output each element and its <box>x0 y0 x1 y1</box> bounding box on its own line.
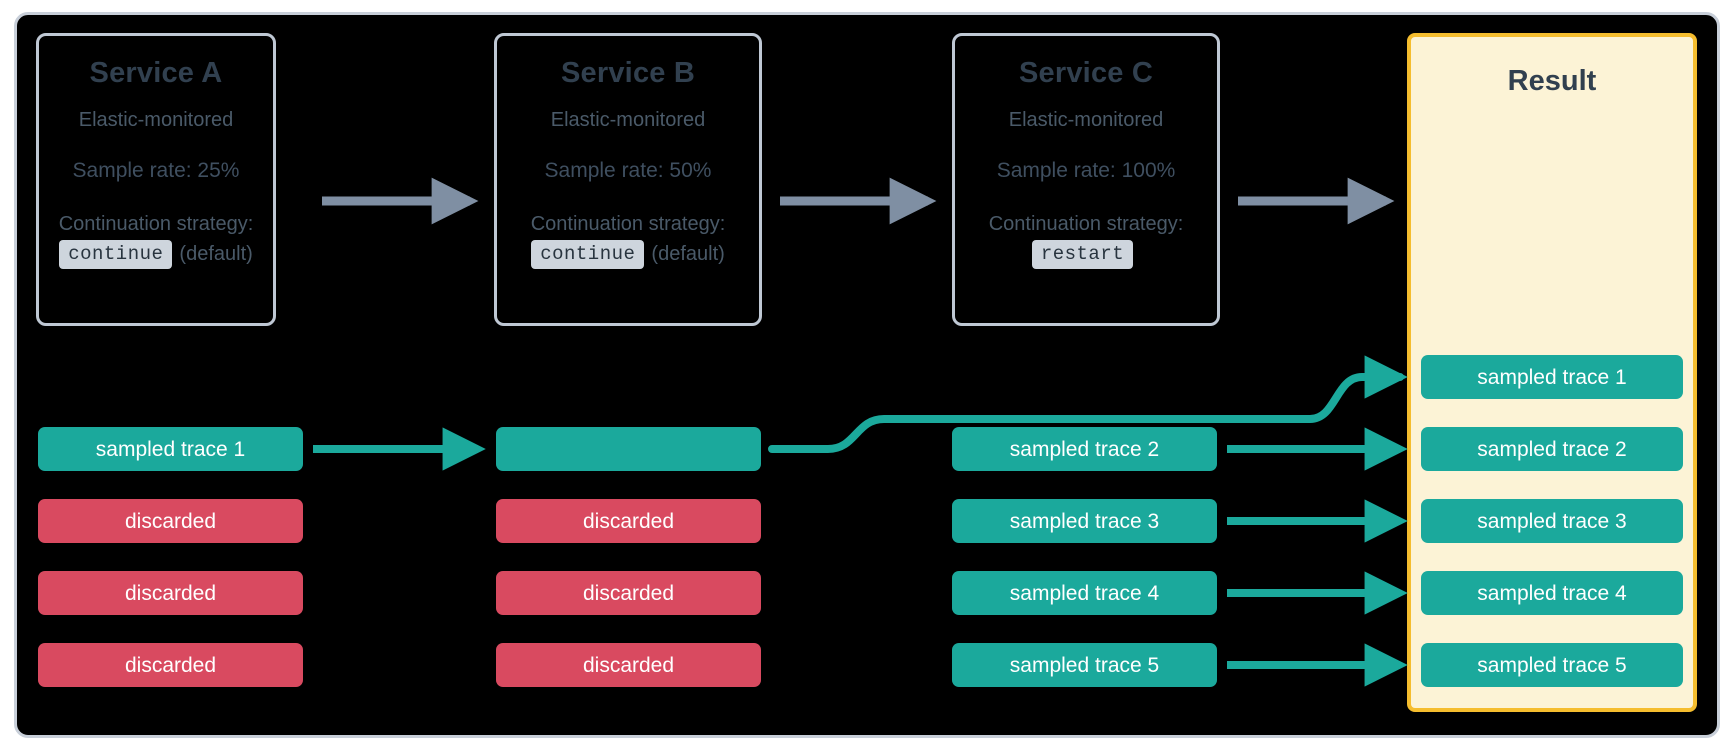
service-b-subtitle: Elastic-monitored <box>550 108 706 131</box>
service-a-strategy-label: Continuation strategy: <box>58 213 254 236</box>
service-a-strategy-note: (default) <box>179 243 253 266</box>
trace-pill-c-4[interactable]: sampled trace 5 <box>952 643 1217 687</box>
service-c-strategy-row: restart <box>955 240 1217 270</box>
service-b-strategy-note: (default) <box>651 243 725 266</box>
trace-pill-a-1[interactable]: sampled trace 1 <box>38 427 303 471</box>
trace-pill-c-1[interactable]: sampled trace 2 <box>952 427 1217 471</box>
service-card-a: Service A Elastic-monitored Sample rate:… <box>36 33 276 326</box>
service-a-sample-rate: Sample rate: 25% <box>72 158 240 182</box>
trace-pill-result-4[interactable]: sampled trace 4 <box>1421 571 1683 615</box>
trace-pill-c-2[interactable]: sampled trace 3 <box>952 499 1217 543</box>
trace-pill-result-5[interactable]: sampled trace 5 <box>1421 643 1683 687</box>
service-a-strategy-chip: continue <box>59 240 173 270</box>
service-b-title: Service B <box>561 57 695 89</box>
service-b-strategy-label: Continuation strategy: <box>530 213 726 236</box>
trace-pill-a-2[interactable]: discarded <box>38 499 303 543</box>
service-c-strategy-chip: restart <box>1031 240 1134 270</box>
service-a-subtitle: Elastic-monitored <box>78 108 234 131</box>
service-b-strategy-chip: continue <box>531 240 645 270</box>
trace-pill-result-2[interactable]: sampled trace 2 <box>1421 427 1683 471</box>
service-a-title: Service A <box>89 57 223 89</box>
service-c-subtitle: Elastic-monitored <box>1008 108 1164 131</box>
trace-pill-b-1[interactable] <box>496 427 761 471</box>
trace-pill-b-2[interactable]: discarded <box>496 499 761 543</box>
result-title: Result <box>1507 65 1597 97</box>
trace-pill-a-4[interactable]: discarded <box>38 643 303 687</box>
trace-pill-result-1[interactable]: sampled trace 1 <box>1421 355 1683 399</box>
service-c-title: Service C <box>1019 57 1153 89</box>
service-b-sample-rate: Sample rate: 50% <box>544 158 712 182</box>
service-a-strategy-row: continue (default) <box>39 240 273 270</box>
service-c-sample-rate: Sample rate: 100% <box>996 158 1176 182</box>
trace-pill-b-4[interactable]: discarded <box>496 643 761 687</box>
trace-pill-a-3[interactable]: discarded <box>38 571 303 615</box>
service-card-c: Service C Elastic-monitored Sample rate:… <box>952 33 1220 326</box>
trace-pill-result-3[interactable]: sampled trace 3 <box>1421 499 1683 543</box>
service-card-b: Service B Elastic-monitored Sample rate:… <box>494 33 762 326</box>
trace-pill-b-3[interactable]: discarded <box>496 571 761 615</box>
service-b-strategy-row: continue (default) <box>497 240 759 270</box>
trace-pill-c-3[interactable]: sampled trace 4 <box>952 571 1217 615</box>
service-c-strategy-label: Continuation strategy: <box>988 213 1184 236</box>
